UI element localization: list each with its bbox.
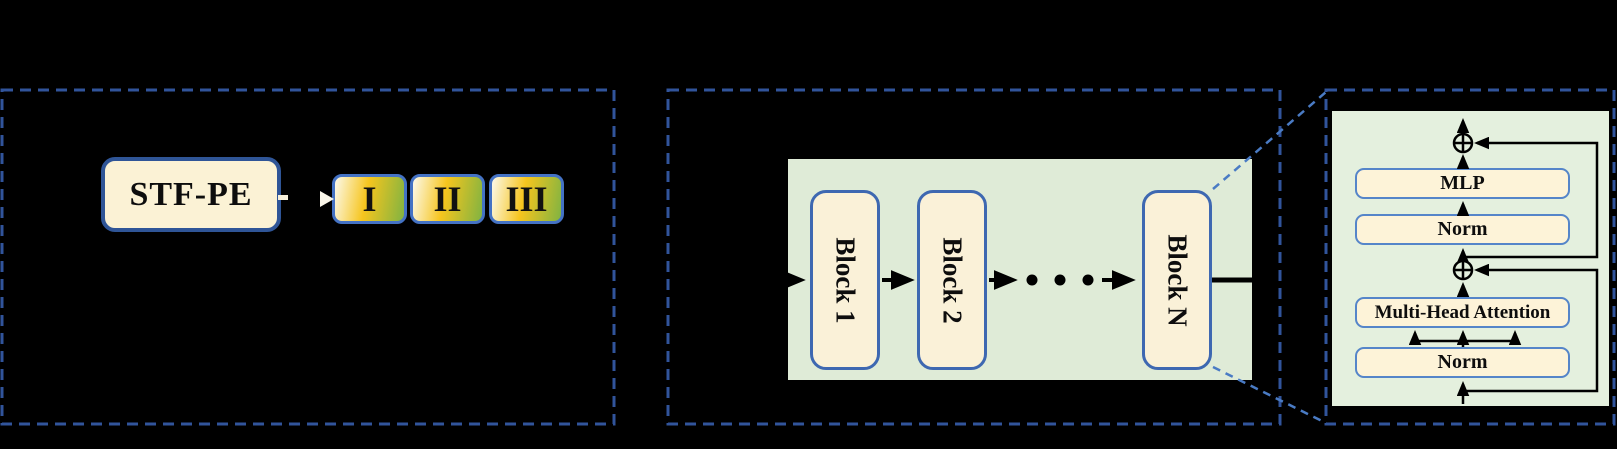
ellipsis-dot-1 (1026, 274, 1038, 286)
detail-panel-dashed-border (1324, 88, 1616, 426)
mlp-layer-box: MLP (1355, 168, 1570, 199)
encoder-block-2: Block 2 (917, 190, 987, 370)
add-symbol-lower (1452, 259, 1474, 281)
arrow-remnant-head (320, 191, 334, 207)
ellipsis-dot-2 (1054, 274, 1066, 286)
multi-head-attention-layer-box: Multi-Head Attention (1355, 297, 1570, 328)
encoder-block-1: Block 1 (810, 190, 880, 370)
stage-box-2: II (410, 174, 485, 224)
ellipsis-dots (1026, 274, 1094, 286)
encoder-panel-dashed-border (666, 88, 1282, 426)
stage-box-3: III (489, 174, 564, 224)
arrow-remnant-dash (278, 195, 288, 200)
left-panel-dashed-border (0, 88, 616, 426)
stf-pe-module-box: STF-PE (101, 157, 281, 232)
residual-connection-mlp (1463, 136, 1599, 259)
encoder-block-n: Block N (1142, 190, 1212, 370)
ellipsis-dot-3 (1082, 274, 1094, 286)
norm-lower-layer-box: Norm (1355, 347, 1570, 378)
zoom-indicator-line-top (1212, 91, 1327, 190)
zoom-indicator-line-bottom (1212, 365, 1327, 425)
residual-connection-attention (1463, 263, 1599, 393)
add-symbol-upper (1452, 132, 1474, 154)
